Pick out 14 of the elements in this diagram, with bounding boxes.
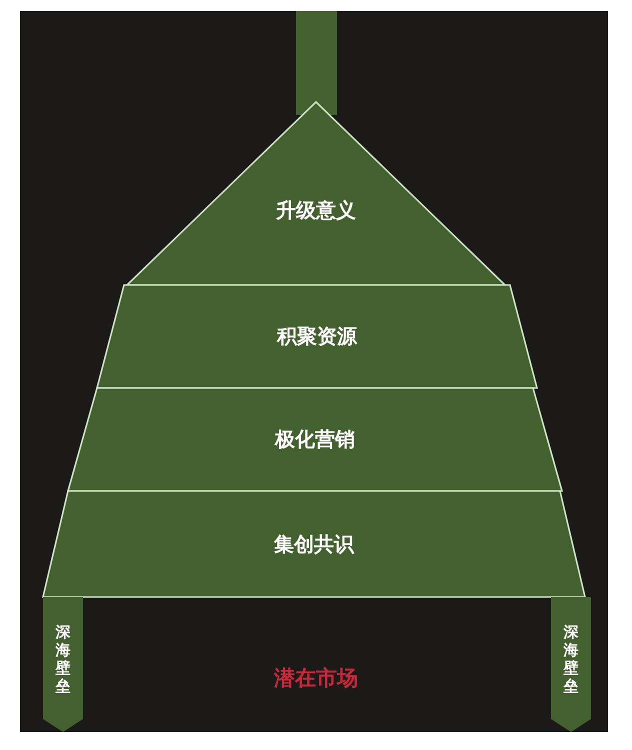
vertical-bar (296, 11, 337, 115)
banner-text: 深海壁垒 (56, 623, 70, 695)
pyramid-top-triangle (127, 102, 505, 285)
pyramid-layer (68, 388, 562, 491)
pillar-banner (43, 597, 83, 732)
pyramid-layer (43, 491, 585, 597)
pillar-banner (551, 597, 591, 732)
layer-label: 极化营销 (275, 426, 355, 453)
pyramid-layer (97, 285, 537, 388)
banner-text: 深海壁垒 (564, 623, 578, 695)
market-label: 潜在市场 (272, 665, 359, 692)
layer-label: 升级意义 (276, 196, 356, 224)
layer-label: 集创共识 (274, 530, 354, 558)
layer-label: 积聚资源 (277, 323, 357, 350)
